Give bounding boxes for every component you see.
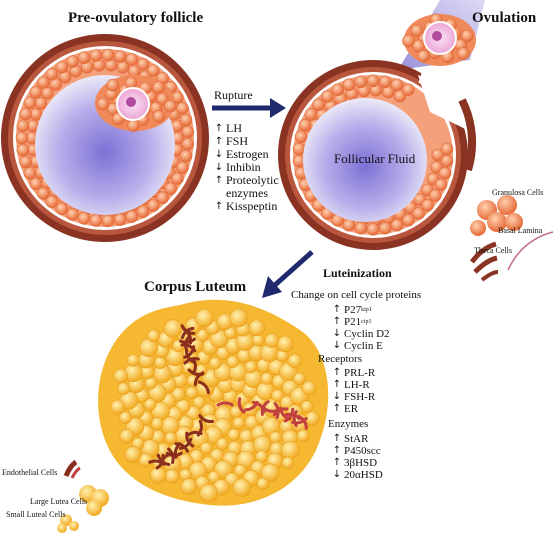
list-item: ↓Estrogen xyxy=(214,148,279,161)
arrow-up-icon: ↑ xyxy=(214,136,224,147)
rupture-label: Rupture xyxy=(214,88,253,102)
arrow-down-icon: ↓ xyxy=(332,340,342,351)
arrow-up-icon: ↑ xyxy=(332,379,342,390)
list-item-label: ER xyxy=(344,403,359,415)
arrow-up-icon: ↑ xyxy=(332,445,342,456)
list-item-superscript: cip1 xyxy=(361,319,372,325)
list-item-label: Cyclin D2 xyxy=(344,328,390,340)
luteinization-arrow xyxy=(262,250,314,298)
list-item: ↑LH-R xyxy=(332,379,375,391)
theca-cell-sample xyxy=(469,241,497,264)
list-item: ↑StAR xyxy=(332,433,383,445)
arrow-up-icon: ↑ xyxy=(332,457,342,468)
basal-lamina-sample xyxy=(507,231,554,271)
list-item-label: FSH xyxy=(226,134,249,148)
pre-ovulatory-follicle xyxy=(1,34,209,242)
list-item: ↑Proteolytic xyxy=(214,174,279,187)
rupture-arrow xyxy=(212,98,286,118)
list-item-label: 20αHSD xyxy=(344,469,383,481)
list-item-label: StAR xyxy=(344,433,369,445)
enzymes-list: ↑StAR↑P450scc↑3βHSD↓20αHSD xyxy=(332,433,383,481)
endothelial-label: Endothelial Cells xyxy=(2,468,58,477)
list-item: enzymes xyxy=(214,187,279,200)
cell-cycle-heading: Change on cell cycle proteins xyxy=(291,289,422,301)
list-item: ↑Kisspeptin xyxy=(214,200,279,213)
cell-legend-right xyxy=(469,195,554,282)
cell-legend-left xyxy=(57,459,109,533)
follicular-fluid-label: Follicular Fluid xyxy=(334,151,416,166)
arrow-up-icon: ↑ xyxy=(332,316,342,327)
list-item-label: enzymes xyxy=(226,186,268,200)
arrow-up-icon: ↑ xyxy=(332,403,342,414)
arrow-down-icon: ↓ xyxy=(332,328,342,339)
list-item: ↓20αHSD xyxy=(332,469,383,481)
theca-label: Theca Cells xyxy=(474,246,512,255)
list-item-label: 3βHSD xyxy=(344,457,378,469)
large-lutea-label: Large Lutea Cells xyxy=(30,497,88,506)
pre-ovulatory-title: Pre-ovulatory follicle xyxy=(68,10,204,26)
list-item: ↑3βHSD xyxy=(332,457,383,469)
arrow-up-icon: ↑ xyxy=(214,201,224,212)
receptors-heading: Receptors xyxy=(318,353,362,365)
list-item-label: Kisspeptin xyxy=(226,199,278,213)
list-item-label: LH-R xyxy=(344,379,370,391)
rupture-site xyxy=(418,75,478,135)
list-item-label: LH xyxy=(226,121,242,135)
receptors-list: ↑PRL-R↑LH-R↓FSH-R↑ER xyxy=(332,367,375,415)
arrow-up-icon: ↑ xyxy=(332,433,342,444)
ovulating-follicle xyxy=(278,0,485,250)
list-item: ↓Cyclin D2 xyxy=(332,328,390,340)
list-item: ↑LH xyxy=(214,122,279,135)
list-item-label: Cyclin E xyxy=(344,340,383,352)
small-luteal-label: Small Luteal Cells xyxy=(6,510,66,519)
arrow-down-icon: ↓ xyxy=(214,149,224,160)
arrow-down-icon: ↓ xyxy=(332,391,342,402)
list-item: ↑PRL-R xyxy=(332,367,375,379)
list-item: ↑P450scc xyxy=(332,445,383,457)
basal-lamina-label: Basal Lamina xyxy=(498,226,543,235)
endothelial-cells xyxy=(148,324,308,470)
oocyte-nucleus xyxy=(126,97,136,107)
ovulation-antrum xyxy=(303,98,427,222)
list-item: ↑FSH xyxy=(214,135,279,148)
endothelial-cell-sample xyxy=(63,459,78,477)
list-item: ↓Cyclin E xyxy=(332,340,390,352)
list-item-label: Inhibin xyxy=(226,160,261,174)
arrow-up-icon: ↑ xyxy=(214,123,224,134)
list-item-label: PRL-R xyxy=(344,367,376,379)
list-item-label: Estrogen xyxy=(226,147,269,161)
list-item: ↓Inhibin xyxy=(214,161,279,174)
list-item-label: P450scc xyxy=(344,445,381,457)
list-item-label: P27 xyxy=(344,304,362,316)
list-item-label: Proteolytic xyxy=(226,173,279,187)
arrow-up-icon: ↑ xyxy=(332,304,342,315)
corpus-luteum xyxy=(98,299,329,506)
granulosa-label: Granulosa Cells xyxy=(492,188,544,197)
arrow-up-icon: ↑ xyxy=(332,367,342,378)
arrow-up-icon: ↑ xyxy=(214,175,224,186)
list-item-superscript: kip1 xyxy=(361,307,372,313)
luteinization-label: Luteinization xyxy=(323,266,392,280)
list-item: ↑ER xyxy=(332,403,375,415)
arrow-down-icon: ↓ xyxy=(332,469,342,480)
list-item: ↓FSH-R xyxy=(332,391,375,403)
ovulation-title: Ovulation xyxy=(472,10,537,26)
small-luteal-cell-sample xyxy=(60,514,72,526)
corpus-luteum-title: Corpus Luteum xyxy=(144,279,247,295)
list-item-label: FSH-R xyxy=(344,391,376,403)
arrow-down-icon: ↓ xyxy=(214,162,224,173)
enzymes-heading: Enzymes xyxy=(328,418,369,430)
list-item-label: P21 xyxy=(344,316,362,328)
